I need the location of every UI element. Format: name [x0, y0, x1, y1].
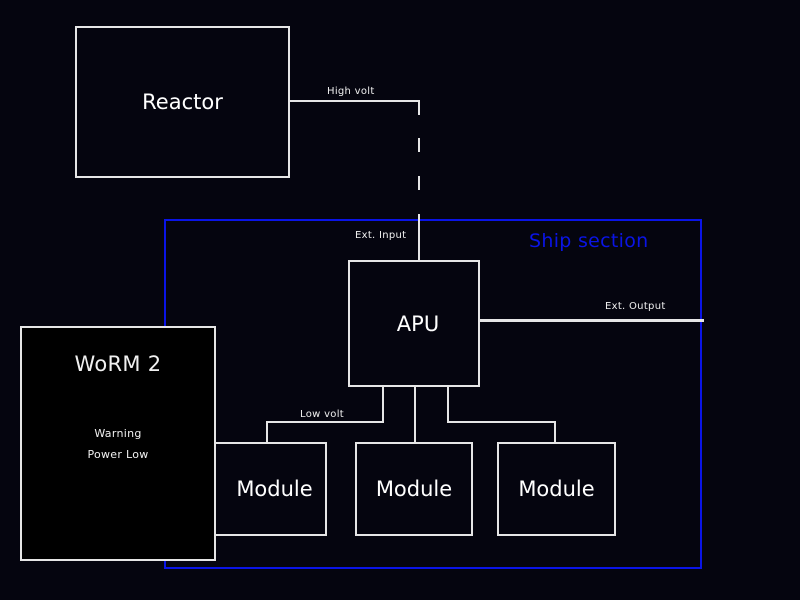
- low-volt-line-left-horizontal: [266, 421, 384, 423]
- apu-node[interactable]: APU: [348, 260, 480, 387]
- ship-section-label: Ship section: [529, 230, 649, 252]
- ext-output-line: [479, 319, 704, 322]
- module-node-3[interactable]: Module: [497, 442, 616, 536]
- ext-input-label: Ext. Input: [355, 230, 407, 241]
- module-label: Module: [518, 477, 595, 501]
- low-volt-line-center: [414, 386, 416, 443]
- worm-title: WoRM 2: [74, 352, 162, 376]
- apu-label: APU: [396, 311, 440, 336]
- reactor-label: Reactor: [142, 90, 223, 114]
- worm-status-warning: Warning: [94, 427, 142, 440]
- high-volt-line-horizontal: [289, 100, 420, 102]
- module-label: Module: [375, 477, 453, 501]
- ext-input-line: [418, 214, 420, 261]
- high-volt-dash: [418, 138, 420, 152]
- high-volt-line-segment: [418, 100, 420, 115]
- module-label: Module: [236, 477, 313, 501]
- high-volt-label: High volt: [327, 86, 375, 97]
- high-volt-dash: [418, 176, 420, 190]
- reactor-node[interactable]: Reactor: [75, 26, 290, 178]
- worm-panel[interactable]: WoRM 2 Warning Power Low: [20, 326, 216, 561]
- ext-output-label: Ext. Output: [605, 301, 666, 312]
- worm-status-power-low: Power Low: [87, 448, 149, 461]
- low-volt-line-right-vertical: [447, 386, 449, 423]
- low-volt-label: Low volt: [300, 409, 345, 420]
- module-node-1[interactable]: Module: [206, 442, 327, 536]
- low-volt-line-left-vertical: [382, 386, 384, 423]
- module-node-2[interactable]: Module: [355, 442, 473, 536]
- low-volt-line-left-drop: [266, 421, 268, 443]
- low-volt-line-right-drop: [554, 421, 556, 443]
- low-volt-line-right-horizontal: [447, 421, 556, 423]
